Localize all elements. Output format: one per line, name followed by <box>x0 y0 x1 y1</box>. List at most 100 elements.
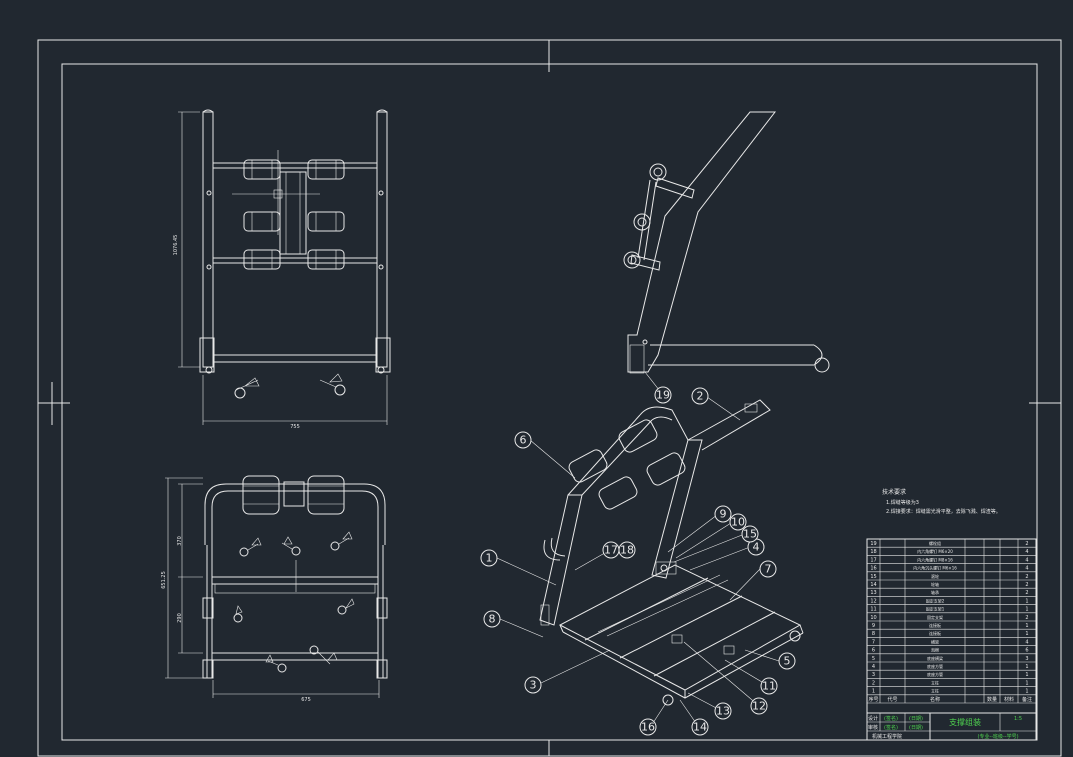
bom-row-qty: 4 <box>1025 566 1028 572</box>
bom-row-qty: 6 <box>1025 648 1028 654</box>
svg-text:3: 3 <box>530 679 537 692</box>
balloon-3[interactable]: 3 <box>524 676 542 694</box>
bom-row-qty: 4 <box>1025 639 1028 645</box>
technical-notes: 技术要求 1.焊缝等级为3 2.焊接要求：焊缝需光滑平整，去除飞溅、焊渣等。 <box>882 488 1001 515</box>
notes-line-1: 1.焊缝等级为3 <box>886 499 919 506</box>
balloon-12[interactable]: 12 <box>750 697 768 715</box>
bom-header-material: 材料 <box>1004 696 1014 703</box>
bom-row-no: 3 <box>872 672 875 678</box>
balloon-14[interactable]: 14 <box>691 718 709 736</box>
bom-row-no: 1 <box>872 689 875 695</box>
balloon-5[interactable]: 5 <box>778 652 796 670</box>
bom-row-qty: 2 <box>1025 590 1028 596</box>
bom-row-no: 17 <box>870 557 876 563</box>
tb-title: 支撑组装 <box>949 717 981 727</box>
bom-header-note: 备注 <box>1022 696 1032 703</box>
bom-row-no: 8 <box>872 631 875 637</box>
balloon-10[interactable]: 10 <box>729 513 747 531</box>
dim-top-height: 1076.45 <box>173 235 179 256</box>
bom-row-name: 立柱 <box>931 688 939 694</box>
bom-row-no: 11 <box>870 607 876 613</box>
tb-sub: (专业--班级--学号) <box>977 733 1018 740</box>
bom-row-qty: 4 <box>1025 557 1028 563</box>
outer-frame <box>37 39 1062 757</box>
balloon-11[interactable]: 11 <box>760 677 778 695</box>
bom-row-qty: 2 <box>1025 574 1028 580</box>
balloon-17[interactable]: 17 <box>602 541 620 559</box>
bom-row-name: 固定支架1 <box>926 606 945 612</box>
bom-row-name: 内六角螺钉 M8×16 <box>917 556 953 562</box>
balloon-7[interactable]: 7 <box>759 560 777 578</box>
balloon-19[interactable]: 19 <box>654 386 672 404</box>
bom-row-qty: 1 <box>1025 680 1028 686</box>
bom-row-name: 轴承 <box>931 589 939 595</box>
tb-cell-date2: (日期) <box>909 725 923 731</box>
bom-row-name: 固定支架2 <box>926 597 945 603</box>
side-view <box>623 111 830 374</box>
balloon-9[interactable]: 9 <box>714 505 732 523</box>
bom-header-no: 序号 <box>868 696 878 703</box>
bom-row-name: 底座横梁 <box>927 655 943 661</box>
tb-school: 机械工程学院 <box>872 733 902 740</box>
svg-text:12: 12 <box>752 700 766 713</box>
svg-text:13: 13 <box>716 705 730 718</box>
bom-row-name: 内六角沉头螺钉 M6×16 <box>913 565 957 571</box>
svg-text:17: 17 <box>604 544 618 557</box>
dim-front-sub2: 290 <box>177 613 183 623</box>
balloon-6[interactable]: 6 <box>514 431 532 449</box>
svg-text:1: 1 <box>486 552 493 565</box>
svg-text:4: 4 <box>753 541 760 554</box>
bom-row-no: 6 <box>872 648 875 654</box>
bom-row-qty: 1 <box>1025 598 1028 604</box>
balloon-1[interactable]: 1 <box>480 549 498 567</box>
balloon-group: 1 2 3 4 5 6 7 8 9 10 11 12 13 14 15 16 1… <box>480 371 796 736</box>
bom-row-qty: 2 <box>1025 541 1028 547</box>
bom-row-name: 螺栓组 <box>929 540 941 546</box>
tb-cell-review: 审核 <box>868 724 878 731</box>
balloon-16[interactable]: 16 <box>639 718 657 736</box>
svg-text:10: 10 <box>731 516 745 529</box>
bom-row-no: 13 <box>870 590 876 596</box>
notes-line-2: 2.焊接要求：焊缝需光滑平整，去除飞溅、焊渣等。 <box>886 508 1001 515</box>
bom-row-qty: 2 <box>1025 582 1028 588</box>
bom-header-code: 代号 <box>887 696 897 703</box>
tb-cell-sign1: (签名) <box>884 715 898 722</box>
bom-row-no: 18 <box>870 549 876 555</box>
title-block: 设计 (签名) (日期) 审核 (签名) (日期) 机械工程学院 支撑组装 1:… <box>867 712 1036 740</box>
bom-row-name: 底座方管 <box>927 671 943 677</box>
bom-row-no: 10 <box>870 615 876 621</box>
svg-text:19: 19 <box>656 389 670 402</box>
balloon-8[interactable]: 8 <box>483 610 501 628</box>
balloon-15[interactable]: 15 <box>741 525 759 543</box>
balloon-18[interactable]: 18 <box>618 541 636 559</box>
bom-row-name: 泡棉 <box>931 647 939 653</box>
svg-text:16: 16 <box>641 721 655 734</box>
balloon-2[interactable]: 2 <box>691 387 709 405</box>
svg-text:14: 14 <box>693 721 707 734</box>
svg-text:11: 11 <box>762 680 776 693</box>
balloon-13[interactable]: 13 <box>714 702 732 720</box>
bom-row-name: 内六角螺钉 M6×20 <box>917 548 953 554</box>
bom-row-name: 连接板 <box>929 622 941 628</box>
dim-front-sub1: 370 <box>177 536 183 546</box>
bom-row-no: 16 <box>870 566 876 572</box>
dim-front-width: 675 <box>301 697 311 703</box>
dim-front-height: 651.25 <box>161 571 167 589</box>
isometric-view <box>539 399 804 706</box>
bom-row-no: 14 <box>870 582 876 588</box>
svg-text:6: 6 <box>520 434 527 447</box>
bom-row-no: 9 <box>872 623 875 629</box>
notes-heading: 技术要求 <box>882 488 906 496</box>
bom-row-no: 15 <box>870 574 876 580</box>
bom-row-name: 固定支架 <box>927 614 943 620</box>
bom-row-name: 滚轮 <box>931 573 939 579</box>
svg-text:8: 8 <box>489 613 496 626</box>
bom-row-name: 立柱 <box>931 679 939 685</box>
bom-row-qty: 2 <box>1025 615 1028 621</box>
svg-text:2: 2 <box>697 390 704 403</box>
svg-text:7: 7 <box>765 563 772 576</box>
bom-row-qty: 3 <box>1025 656 1028 662</box>
bom-row-no: 19 <box>870 541 876 547</box>
